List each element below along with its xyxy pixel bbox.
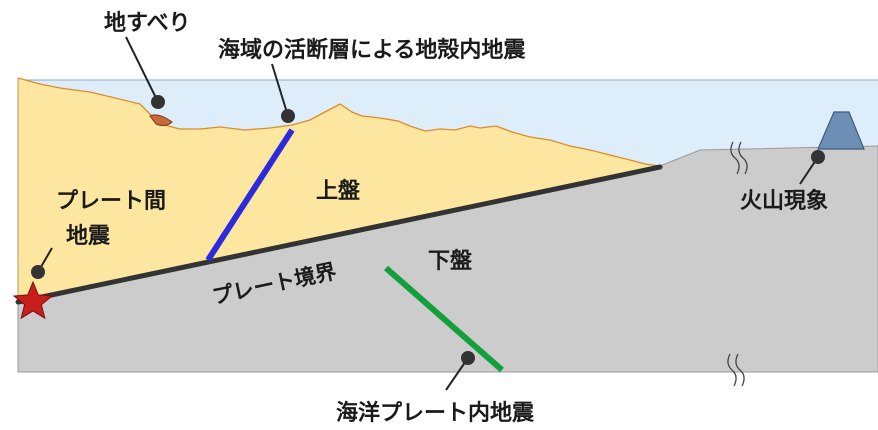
landslide-icon [149,114,173,127]
leader-intraslab-eq [445,351,475,391]
volcano-icon [817,111,865,150]
label-lower-plate: 下盤 [428,248,473,274]
break-mark-icon [727,353,745,387]
label-landslide: 地すべり [104,11,190,36]
label-interplate-eq-line1: プレート間 [56,189,166,214]
leader-landslide [125,36,165,109]
leader-interplate-eq [31,247,53,279]
star-icon [12,280,54,320]
label-crustal-eq: 海域の活断層による地殻内地震 [218,37,526,63]
label-intraslab-eq: 海洋プレート内地震 [336,400,535,426]
upper-plate [18,78,660,300]
label-upper-plate: 上盤 [316,178,361,204]
label-interplate-eq-line2: 地震 [66,224,111,249]
plate-boundary-line [15,164,663,305]
leader-crustal-eq [271,63,295,123]
break-mark-icon [730,141,748,175]
label-volcanic: 火山現象 [740,188,828,214]
crustal-fault-line [205,128,295,262]
intraslab-fault-line [384,265,504,373]
leader-volcanic [799,150,825,185]
